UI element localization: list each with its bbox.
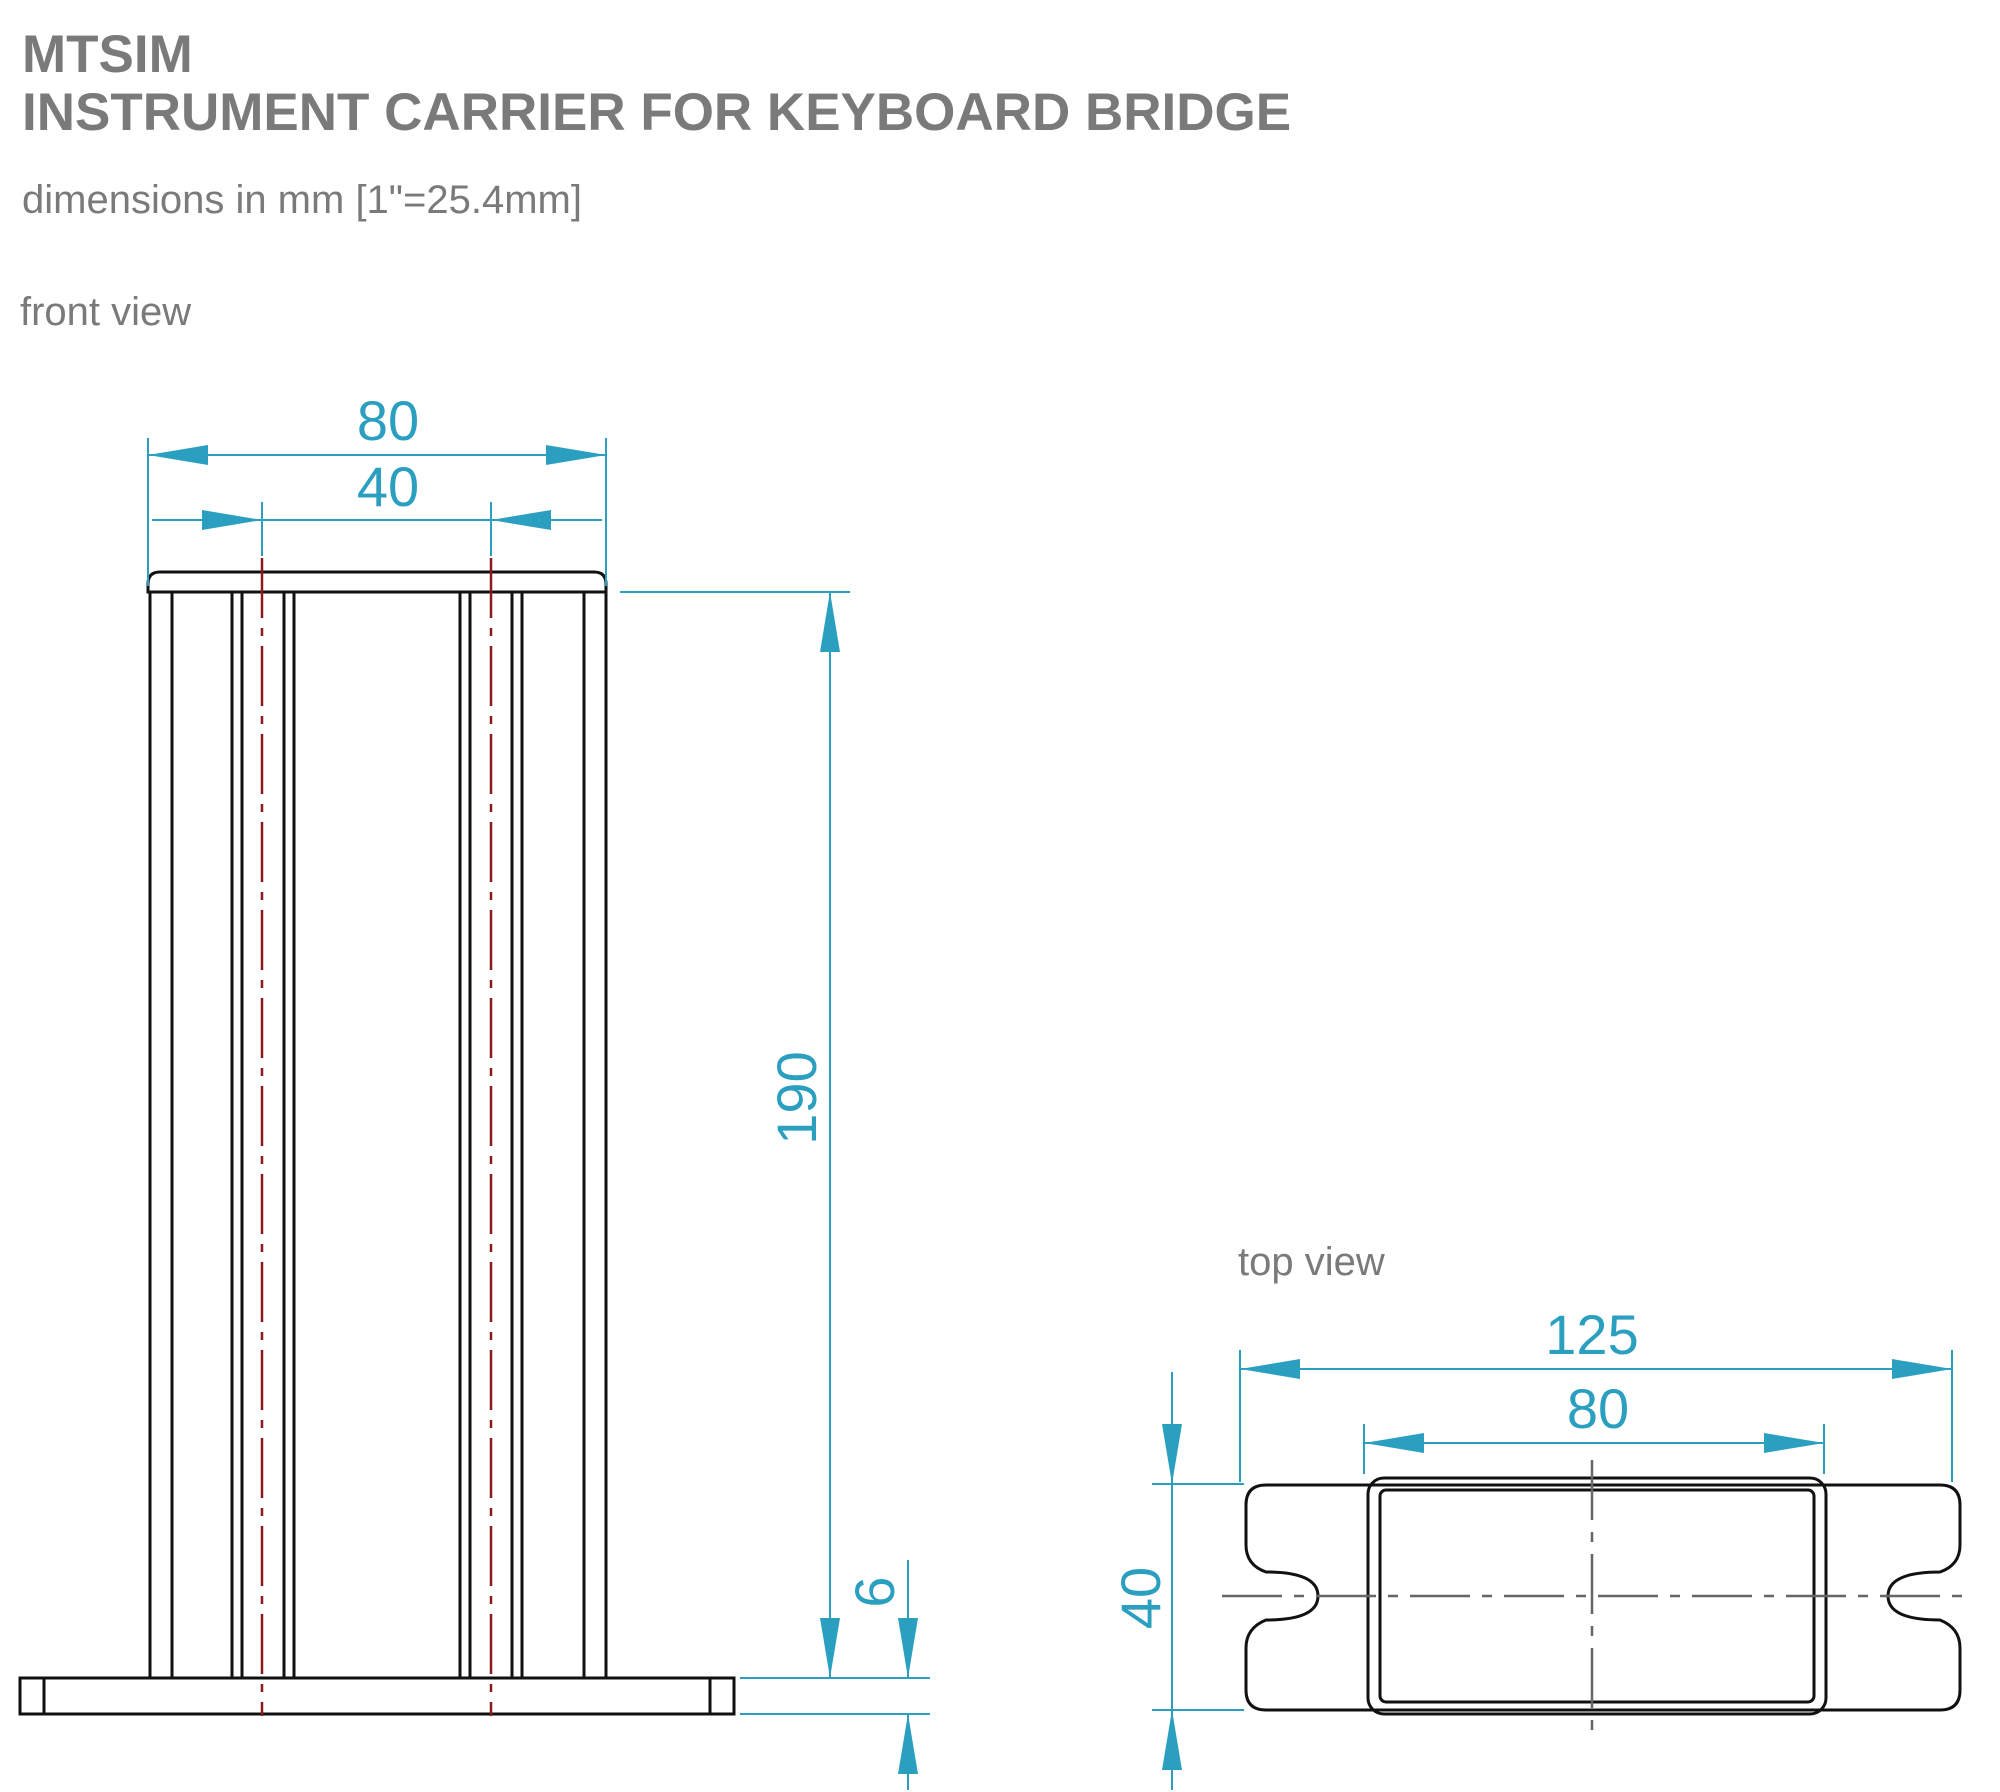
dim-text-40: 40: [357, 455, 419, 518]
top-base-plate: [1244, 1483, 1962, 1712]
dim-text-190: 190: [765, 1051, 828, 1144]
title-line-2: INSTRUMENT CARRIER FOR KEYBOARD BRIDGE: [22, 83, 1292, 142]
dim-text-80: 80: [357, 389, 419, 452]
front-view-label: front view: [20, 290, 192, 334]
front-top-cap: [146, 570, 608, 594]
dim-text-125: 125: [1545, 1303, 1638, 1366]
front-base-plate: [18, 1676, 736, 1716]
top-dimensions: [1152, 1350, 1953, 1790]
top-centerlines: [1222, 1460, 1968, 1736]
units-note: dimensions in mm [1"=25.4mm]: [22, 178, 582, 222]
dim-text-40-top: 40: [1109, 1567, 1172, 1629]
drawing-title: MTSIM INSTRUMENT CARRIER FOR KEYBOARD BR…: [22, 26, 1291, 142]
front-dimensions: [147, 438, 930, 1790]
front-centerlines: [260, 558, 493, 1716]
top-view-label: top view: [1238, 1240, 1385, 1284]
title-line-1: MTSIM: [22, 25, 193, 84]
dim-text-80-top: 80: [1567, 1377, 1629, 1440]
front-view: [18, 570, 736, 1716]
dim-text-6: 6: [843, 1576, 906, 1607]
